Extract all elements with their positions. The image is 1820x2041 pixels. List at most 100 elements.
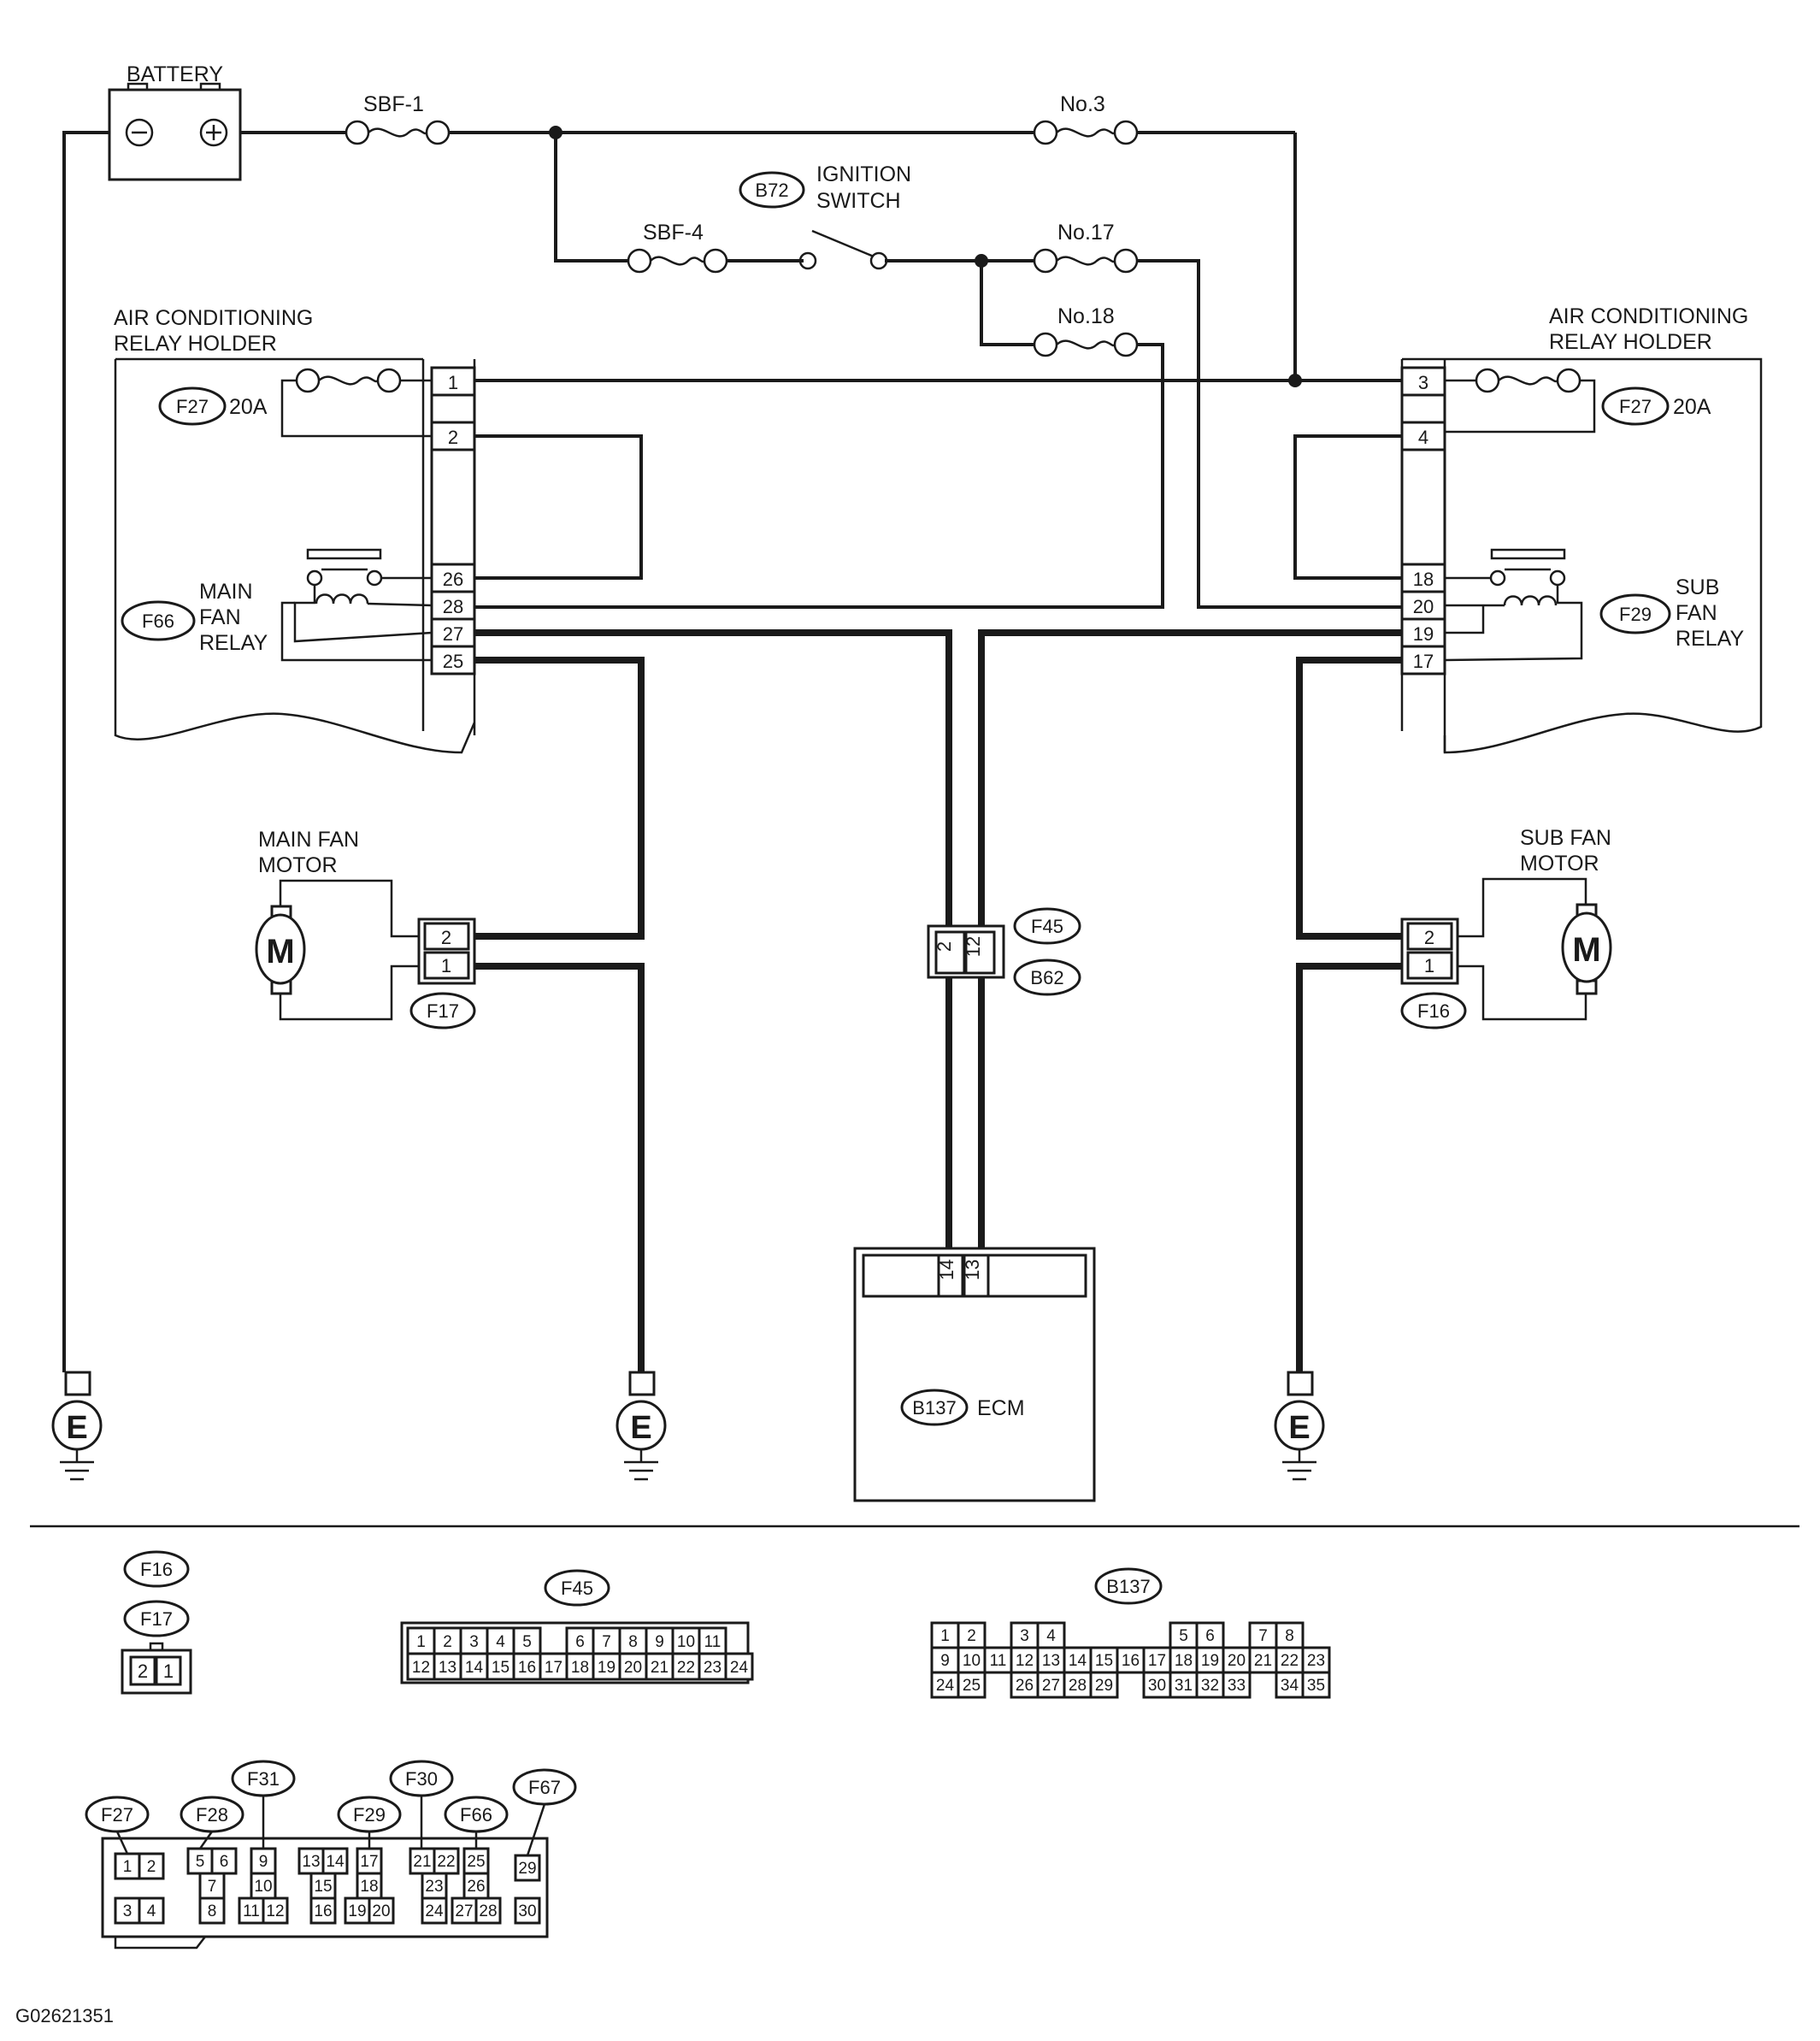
holder-pin-label: 29 (518, 1860, 536, 1878)
holder-pin-cell (514, 1896, 541, 1925)
left-pin: 1 (448, 372, 458, 393)
sub-relay-label-1: SUB (1676, 575, 1719, 599)
b137-pin-label: 23 (1307, 1652, 1325, 1670)
holder-pin-cell (368, 1896, 395, 1925)
sbf1-label: SBF-1 (363, 92, 424, 116)
right-pin: 18 (1413, 569, 1434, 590)
b137-pin-cell (1116, 1646, 1146, 1674)
f45-pin-cell (645, 1626, 674, 1655)
sub-motor-label-1: SUB FAN (1520, 826, 1611, 850)
harness-wiring (474, 434, 1402, 1372)
holder-pin-label: 11 (243, 1902, 260, 1920)
right-pin: 17 (1413, 651, 1434, 672)
left-holder-label-2: RELAY HOLDER (114, 332, 277, 356)
b137-pin-label: 11 (990, 1652, 1007, 1670)
holder-pin-cell (309, 1896, 337, 1925)
b137-pin-label: 18 (1175, 1652, 1193, 1670)
main-relay-code: F66 (142, 611, 174, 632)
b137-pin-label: 3 (1020, 1627, 1029, 1645)
holder-pin-cell (198, 1896, 226, 1925)
holder-connector-code: F27 (101, 1804, 133, 1826)
ground-right: E (1274, 1371, 1325, 1481)
b137-pin-label: 29 (1095, 1677, 1113, 1695)
b137-pin-label: 13 (1042, 1652, 1060, 1670)
main-motor-label-2: MOTOR (258, 853, 338, 877)
f45-pin-label: 5 (522, 1633, 532, 1651)
f45-pin-label: 19 (598, 1659, 616, 1677)
holder-connector-code: F30 (405, 1768, 438, 1790)
leader-line (198, 1831, 214, 1849)
left-f27-rating: 20A (229, 395, 268, 419)
f45-pin-label: 15 (492, 1659, 509, 1677)
holder-pin-label: 27 (455, 1902, 473, 1920)
holder-pin-cell (344, 1896, 371, 1925)
right-holder-label-2: RELAY HOLDER (1549, 330, 1712, 354)
ground-symbol: E (630, 1410, 651, 1446)
b137-pin-cell (983, 1646, 1013, 1674)
holder-pin-label: 14 (326, 1853, 345, 1871)
holder-pin-cell (114, 1896, 141, 1925)
holder-pin-label: 10 (254, 1878, 272, 1896)
f17-code: F17 (140, 1608, 173, 1630)
f45-pin-cell (539, 1652, 568, 1681)
b137-pin-label: 24 (936, 1677, 955, 1695)
fuse-sbf4: SBF-4 (627, 221, 728, 274)
main-motor-connector-code: F17 (427, 1000, 459, 1022)
holder-pin-label: 30 (518, 1902, 536, 1920)
b137-pin-cell (1142, 1671, 1172, 1699)
f45-pin-label: 1 (416, 1633, 426, 1651)
f45-pin-label: 7 (602, 1633, 611, 1651)
sub-relay-label-2: FAN (1676, 601, 1717, 625)
b137-pin-cell (1301, 1646, 1331, 1674)
b137-pin-label: 16 (1122, 1652, 1140, 1670)
holder-connector-code: F31 (247, 1768, 280, 1790)
holder-connector-code: F66 (460, 1804, 492, 1826)
holder-pin-label: 26 (467, 1878, 485, 1896)
motor-symbol: M (1572, 931, 1600, 969)
motor-icon (255, 913, 306, 985)
fuse-sbf1: SBF-1 (345, 92, 451, 145)
f45-pin-label: 9 (655, 1633, 664, 1651)
sub-relay-code: F29 (1619, 604, 1652, 625)
sub-fan-motor: SUB FAN MOTOR M 2 1 F16 (1400, 826, 1612, 1029)
holder-connector-code: F28 (196, 1804, 228, 1826)
left-f27-code: F27 (176, 396, 209, 417)
left-pin: 27 (443, 623, 463, 645)
f45-pin-cell (565, 1626, 595, 1655)
holder-pin-cell (514, 1854, 541, 1882)
holder-pin-label: 16 (314, 1902, 332, 1920)
ground-symbol: E (66, 1410, 87, 1446)
holder-pin-cell (114, 1852, 141, 1880)
holder-connector-code: F29 (353, 1804, 386, 1826)
ground-center: E (616, 1371, 667, 1481)
f45-pin-label: 24 (730, 1659, 749, 1677)
b137-pin-cell (1089, 1671, 1119, 1699)
left-relay-holder: AIR CONDITIONING RELAY HOLDER 1 2 26 28 … (114, 306, 476, 754)
holder-pin-cell (421, 1896, 448, 1925)
f45-pin-label: 11 (704, 1633, 722, 1651)
holder-connector-code: F67 (528, 1777, 561, 1798)
ecm-pin: 14 (936, 1259, 957, 1280)
f45-pin-cell (698, 1626, 727, 1655)
no3-label: No.3 (1060, 92, 1105, 116)
b137-pin-label: 14 (1069, 1652, 1087, 1670)
b137-pin-label: 27 (1042, 1677, 1060, 1695)
sub-motor-pin: 1 (1424, 955, 1434, 976)
b137-pin-label: 20 (1228, 1652, 1246, 1670)
leader-line (526, 1803, 546, 1856)
sub-motor-pin: 2 (1424, 927, 1434, 948)
holder-pin-label: 21 (413, 1853, 431, 1871)
motor-icon (1561, 911, 1612, 983)
b137-pin-cell (957, 1671, 987, 1699)
main-motor-pin: 1 (441, 955, 451, 976)
ecm: 14 13 B137 ECM (853, 1247, 1096, 1502)
joint-pin: 12 (963, 936, 984, 957)
b137-pin-cell (1222, 1646, 1252, 1674)
b137-pin-label: 22 (1281, 1652, 1299, 1670)
holder-pin-label: 13 (302, 1853, 320, 1871)
holder-pin-label: 7 (208, 1878, 217, 1896)
f16-f17-pin: 2 (138, 1661, 148, 1682)
